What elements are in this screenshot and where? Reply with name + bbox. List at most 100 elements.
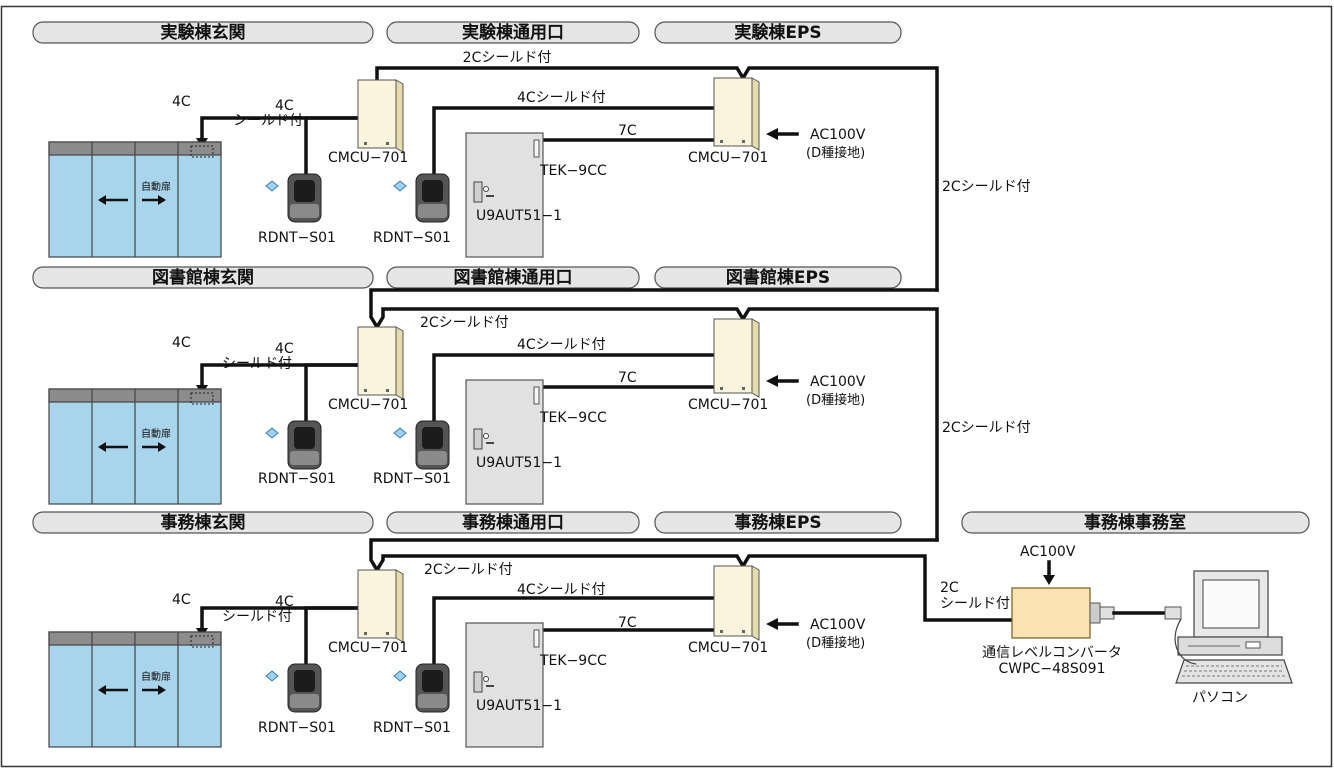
label-7c: 7C <box>618 123 637 139</box>
label-4c-reader: 4C <box>275 594 294 610</box>
label-lock: U9AUT51−1 <box>476 698 562 714</box>
label-controller-2: CMCU−701 <box>688 640 768 656</box>
label-ground: (D種接地) <box>806 392 865 408</box>
label-shield-tsuki: シールド付 <box>222 609 292 625</box>
label-shield-tsuki-converter: シールド付 <box>940 596 1010 612</box>
label-reader-2: RDNT−S01 <box>373 471 451 487</box>
label-ac100v: AC100V <box>810 127 866 143</box>
label-4c: 4C <box>172 335 191 351</box>
label-converter-name: 通信レベルコンバータ <box>982 645 1122 661</box>
pc-connector <box>1164 606 1182 620</box>
arrow-ac100v <box>766 128 778 140</box>
label-hinge: TEK−9CC <box>539 410 607 426</box>
arrow-ac100v <box>766 375 778 387</box>
header-jikken-eps: 実験棟EPS <box>654 21 902 44</box>
label-hinge: TEK−9CC <box>539 163 607 179</box>
label-controller-1: CMCU−701 <box>328 150 408 166</box>
header-jikken-tsuyo: 実験棟通用口 <box>386 21 640 44</box>
label-4c-shield: 4Cシールド付 <box>517 337 606 353</box>
header-tosho-tsuyo: 図書館棟通用口 <box>386 266 640 289</box>
controller-cmcu-genkan <box>357 326 404 400</box>
label-lock: U9AUT51−1 <box>476 455 562 471</box>
label-4c-shield: 4Cシールド付 <box>517 582 606 598</box>
label-controller-2: CMCU−701 <box>688 150 768 166</box>
wire-4c-shield-eps <box>432 106 716 177</box>
label-controller-1: CMCU−701 <box>328 397 408 413</box>
card-reader-2 <box>393 173 450 223</box>
label-4c: 4C <box>172 592 191 608</box>
label-2c-shield-trunk-1: 2Cシールド付 <box>942 179 1031 195</box>
label-hinge: TEK−9CC <box>539 653 607 669</box>
label-2c-shield: 2Cシールド付 <box>420 315 509 331</box>
wire-4c-shield-reader <box>304 363 358 424</box>
level-converter <box>1011 587 1115 639</box>
service-door-lock <box>465 622 544 748</box>
label-ground: (D種接地) <box>806 635 865 651</box>
controller-cmcu-eps <box>713 318 760 398</box>
header-label: 図書館棟通用口 <box>454 267 573 288</box>
header-tosho-genkan: 図書館棟玄関 <box>32 266 374 289</box>
header-jimu-genkan: 事務棟玄関 <box>32 511 374 534</box>
auto-door-label: 自動扉 <box>141 427 171 440</box>
label-lock: U9AUT51−1 <box>476 208 562 224</box>
card-reader-1 <box>265 663 322 713</box>
header-jimu-tsuyo: 事務棟通用口 <box>386 511 640 534</box>
label-ac100v: AC100V <box>810 617 866 633</box>
auto-door-label: 自動扉 <box>141 670 171 683</box>
header-label: 実験棟玄関 <box>161 22 246 43</box>
label-7c: 7C <box>618 370 637 386</box>
label-converter-ac100v: AC100V <box>1020 544 1076 560</box>
automatic-door: 自動扉 <box>48 388 222 505</box>
label-converter-model: CWPC−48S091 <box>999 661 1106 677</box>
controller-cmcu-eps <box>713 77 760 151</box>
wire-4c-shield-eps <box>432 353 716 424</box>
header-label: 実験棟EPS <box>734 22 821 43</box>
header-label: 事務棟玄関 <box>161 512 246 533</box>
automatic-door: 自動扉 <box>48 631 222 748</box>
label-4c-reader: 4C <box>275 98 294 114</box>
label-reader-2: RDNT−S01 <box>373 720 451 736</box>
label-reader-1: RDNT−S01 <box>258 720 336 736</box>
pc-computer <box>1174 570 1293 684</box>
row-tosho: 図書館棟玄関 図書館棟通用口 図書館棟EPS <box>32 266 939 542</box>
label-controller-1: CMCU−701 <box>328 640 408 656</box>
header-label: 事務棟EPS <box>734 512 821 533</box>
label-pc: パソコン <box>1192 690 1248 706</box>
card-reader-1 <box>265 420 322 470</box>
label-reader-1: RDNT−S01 <box>258 471 336 487</box>
controller-cmcu-genkan <box>357 79 404 153</box>
label-2c-shield: 2Cシールド付 <box>424 562 513 578</box>
controller-cmcu-eps <box>713 565 760 641</box>
label-ac100v: AC100V <box>810 374 866 390</box>
wire-trunk-in <box>369 288 939 542</box>
card-reader-2 <box>393 663 450 713</box>
arrow-ac100v <box>766 618 778 630</box>
card-reader-2 <box>393 420 450 470</box>
header-jikken-genkan: 実験棟玄関 <box>32 21 374 44</box>
label-2c-shield-trunk-2: 2Cシールド付 <box>942 420 1031 436</box>
label-reader-1: RDNT−S01 <box>258 230 336 246</box>
label-7c: 7C <box>618 615 637 631</box>
card-reader-1 <box>265 173 322 223</box>
arrow-converter-power <box>1043 575 1055 585</box>
label-shield-tsuki: シールド付 <box>233 113 303 129</box>
wire-trunk-in <box>369 538 1014 622</box>
service-door-lock <box>465 132 544 258</box>
label-ground: (D種接地) <box>806 145 865 161</box>
header-jimu-jimushitsu: 事務棟事務室 <box>961 511 1310 534</box>
automatic-door: 自動扉 <box>48 141 222 258</box>
wire-4c-shield-reader <box>304 606 358 667</box>
header-label: 事務棟事務室 <box>1084 512 1186 533</box>
label-reader-2: RDNT−S01 <box>373 230 451 246</box>
wire-4c-shield-reader <box>304 116 358 177</box>
label-4c: 4C <box>172 94 191 110</box>
controller-cmcu-genkan <box>357 569 404 643</box>
header-label: 事務棟通用口 <box>462 512 564 533</box>
header-tosho-eps: 図書館棟EPS <box>654 266 902 289</box>
office-room: 事務棟事務室 AC100V 2C シールド付 通信レベルコンバータ CWPC−4… <box>940 511 1310 706</box>
service-door-lock <box>465 379 544 505</box>
label-shield-tsuki: シールド付 <box>222 356 292 372</box>
row-jikken: 実験棟玄関 実験棟通用口 実験棟EPS <box>32 21 939 292</box>
auto-door-label: 自動扉 <box>141 180 171 193</box>
